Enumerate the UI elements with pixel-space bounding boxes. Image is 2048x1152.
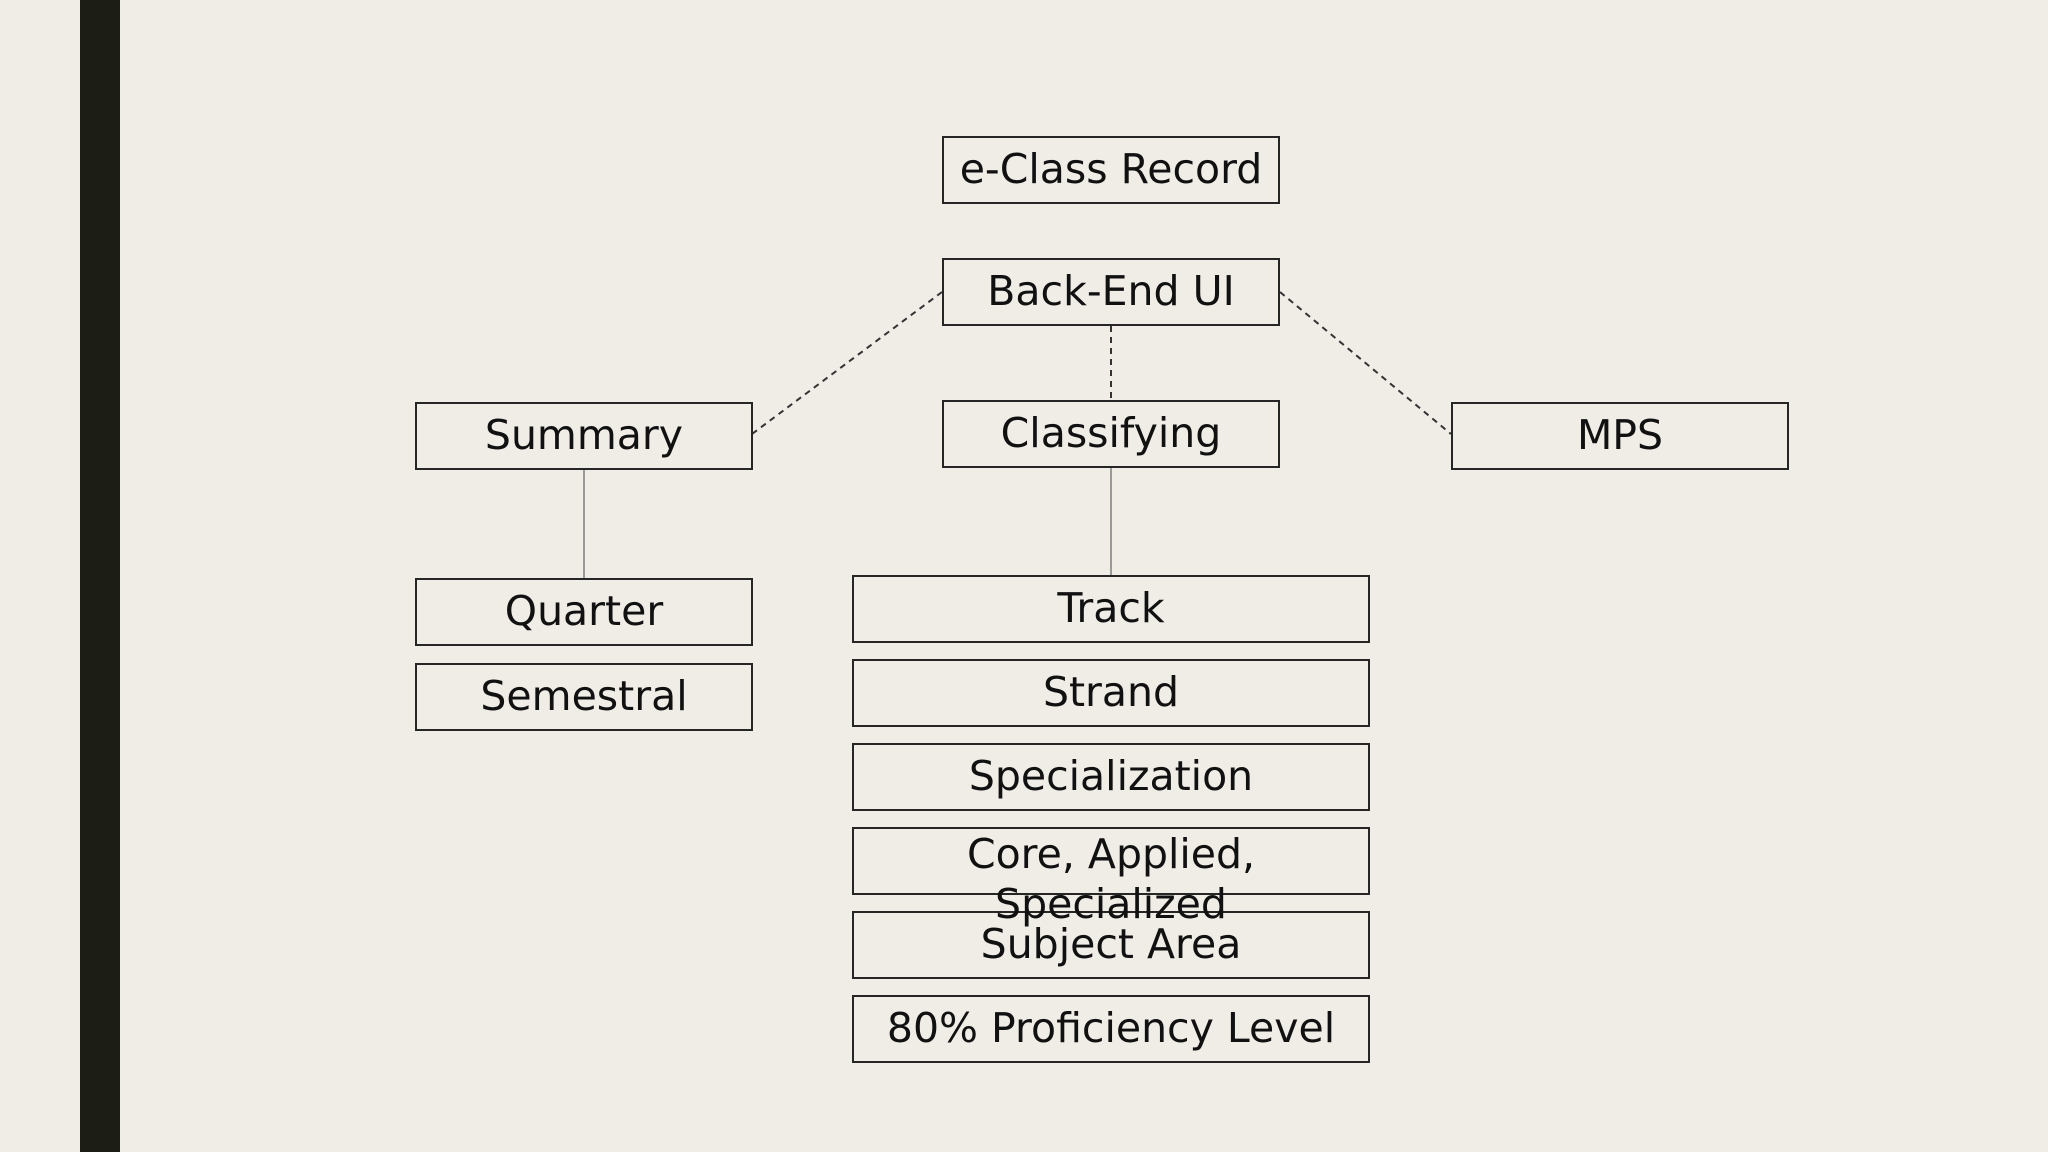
node-classifying-label: Classifying xyxy=(1000,409,1222,458)
node-semestral: Semestral xyxy=(415,663,753,731)
node-classifying: Classifying xyxy=(942,400,1280,468)
node-subject-area-label: Subject Area xyxy=(980,920,1242,969)
node-backend-ui-label: Back-End UI xyxy=(987,267,1235,316)
node-proficiency-level-label: 80% Proficiency Level xyxy=(886,1004,1336,1053)
node-track-label: Track xyxy=(1057,584,1165,633)
node-specialization: Specialization xyxy=(852,743,1370,811)
node-mps: MPS xyxy=(1451,402,1789,470)
node-summary: Summary xyxy=(415,402,753,470)
node-quarter: Quarter xyxy=(415,578,753,646)
node-specialization-label: Specialization xyxy=(968,752,1254,801)
node-strand: Strand xyxy=(852,659,1370,727)
node-summary-label: Summary xyxy=(484,411,684,460)
connector-backend-summary xyxy=(751,291,943,435)
node-eclass-record: e-Class Record xyxy=(942,136,1280,204)
node-core-applied-specialized-label: Core, Applied, Specialized xyxy=(966,830,1256,928)
slide-accent-bar xyxy=(80,0,120,1152)
node-core-applied-specialized: Core, Applied, Specialized xyxy=(852,827,1370,928)
node-strand-label: Strand xyxy=(1042,668,1180,717)
node-mps-label: MPS xyxy=(1576,411,1664,460)
node-eclass-record-label: e-Class Record xyxy=(959,145,1263,194)
node-quarter-label: Quarter xyxy=(504,587,664,636)
node-proficiency-level: 80% Proficiency Level xyxy=(852,995,1370,1063)
node-backend-ui: Back-End UI xyxy=(942,258,1280,326)
node-track: Track xyxy=(852,575,1370,643)
node-semestral-label: Semestral xyxy=(480,672,688,721)
node-subject-area: Subject Area xyxy=(852,911,1370,979)
connector-backend-mps xyxy=(1279,291,1452,435)
